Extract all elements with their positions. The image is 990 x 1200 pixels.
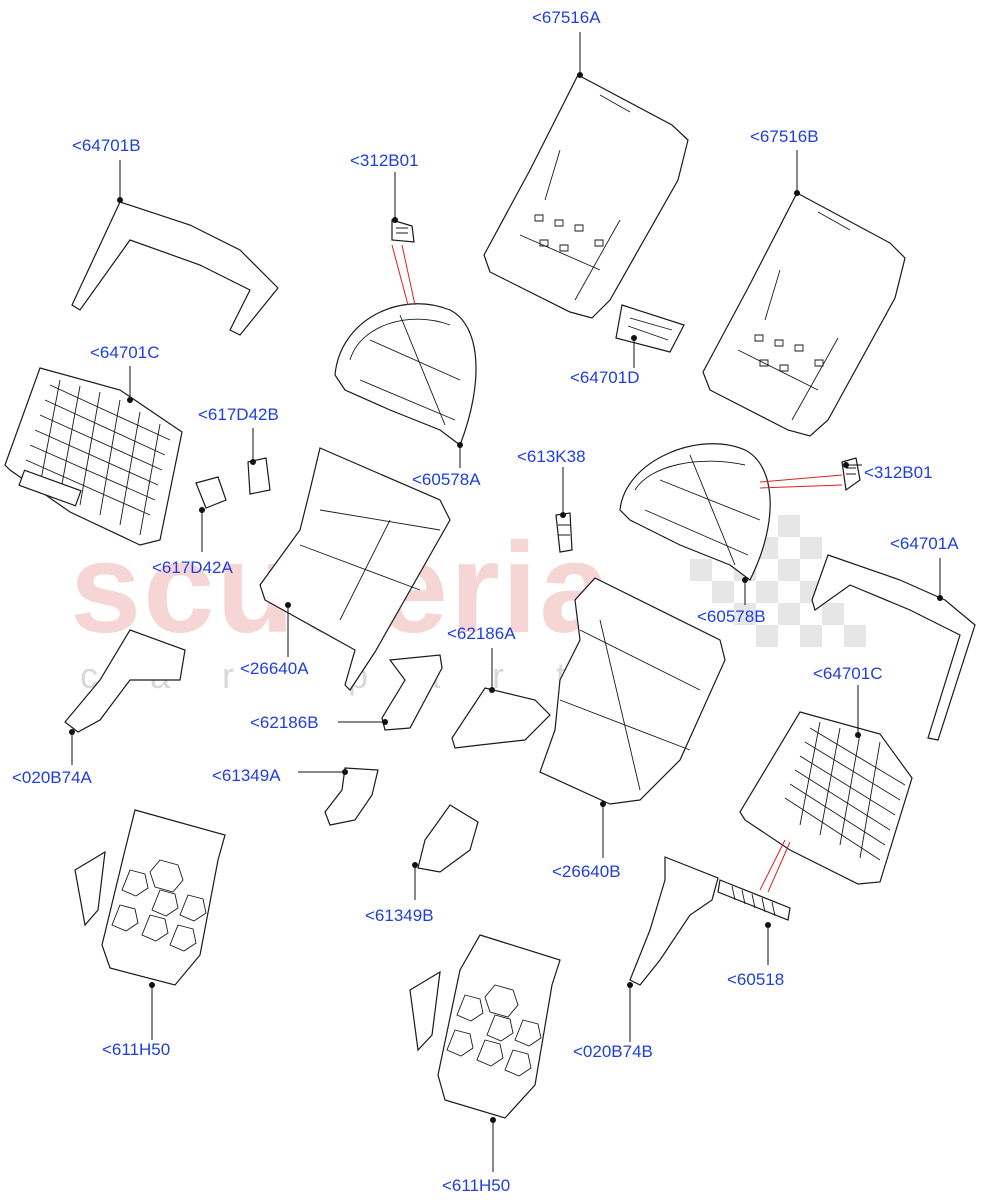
part-611H50-center[interactable] (409, 934, 561, 1119)
part-617D42A[interactable] (195, 476, 227, 509)
part-64701C-right[interactable] (739, 711, 913, 885)
label-64701C-right[interactable]: <64701C (813, 664, 883, 683)
label-020B74B[interactable]: <020B74B (573, 1042, 653, 1061)
part-60578B[interactable] (619, 443, 771, 581)
label-60578A[interactable]: <60578A (412, 470, 481, 489)
part-020B74B[interactable] (629, 856, 719, 986)
part-67516B[interactable] (702, 192, 906, 437)
label-64701D[interactable]: <64701D (570, 368, 640, 387)
label-611H50-center[interactable]: <611H50 (442, 1176, 511, 1195)
label-60578B[interactable]: <60578B (697, 607, 766, 626)
label-617D42B[interactable]: <617D42B (198, 405, 279, 424)
part-60518[interactable] (717, 879, 791, 921)
label-611H50-left[interactable]: <611H50 (102, 1040, 171, 1059)
part-64701C-left[interactable] (4, 367, 183, 546)
label-312B01-top[interactable]: <312B01 (350, 151, 419, 170)
label-67516A[interactable]: <67516A (532, 8, 601, 27)
red-leader-lines (391, 244, 843, 893)
label-61349A[interactable]: <61349A (212, 766, 281, 785)
label-61349B[interactable]: <61349B (365, 906, 434, 925)
part-312B01-top[interactable] (391, 219, 415, 243)
label-67516B[interactable]: <67516B (750, 127, 819, 146)
label-312B01-right[interactable]: <312B01 (864, 463, 933, 482)
part-62186A[interactable] (451, 687, 551, 749)
label-26640B[interactable]: <26640B (552, 862, 621, 881)
label-64701B[interactable]: <64701B (72, 136, 141, 155)
label-64701A[interactable]: <64701A (890, 534, 959, 553)
part-611H50-left[interactable] (74, 809, 226, 986)
part-62186B[interactable] (381, 654, 443, 731)
part-617D42B[interactable] (247, 457, 271, 495)
label-26640A[interactable]: <26640A (240, 659, 309, 678)
anchor-dots (69, 72, 943, 1123)
part-61349B[interactable] (417, 804, 479, 873)
label-617D42A[interactable]: <617D42A (152, 558, 233, 577)
label-62186B[interactable]: <62186B (250, 713, 319, 732)
part-61349A[interactable] (324, 767, 379, 826)
label-64701C-left[interactable]: <64701C (90, 343, 160, 362)
part-26640A[interactable] (259, 447, 451, 691)
label-020B74A[interactable]: <020B74A (12, 768, 92, 787)
part-60578A[interactable] (334, 303, 477, 446)
leader-lines (71, 32, 941, 1172)
label-613K38[interactable]: <613K38 (517, 447, 586, 466)
part-613K38[interactable] (555, 512, 573, 553)
label-62186A[interactable]: <62186A (447, 624, 516, 643)
part-64701A[interactable] (811, 554, 976, 741)
part-26640B[interactable] (539, 577, 726, 805)
part-64701B[interactable] (71, 201, 279, 336)
part-020B74A[interactable] (64, 629, 186, 733)
part-64701D[interactable] (615, 304, 685, 353)
label-60518[interactable]: <60518 (727, 970, 785, 989)
part-67516A[interactable] (483, 74, 689, 319)
